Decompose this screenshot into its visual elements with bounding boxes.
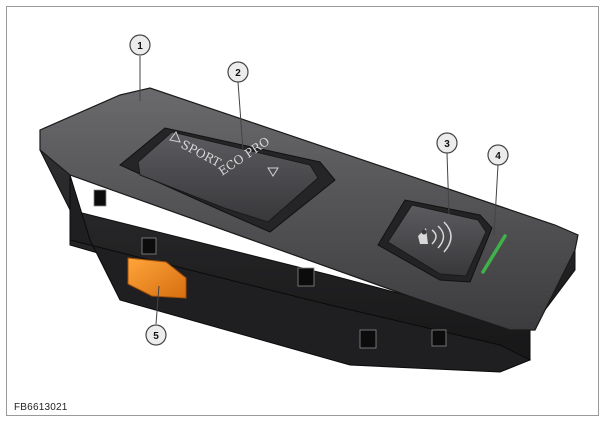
svg-text:5: 5 (153, 331, 159, 342)
clip-window (431, 329, 447, 347)
leader-lines (139, 56, 499, 325)
housing-clips (93, 189, 447, 349)
park-assist-button[interactable] (387, 204, 487, 277)
clip-window (141, 237, 157, 255)
arrow-down-icon (267, 167, 279, 177)
svg-text:3: 3 (444, 139, 450, 150)
callout-4: 4 (487, 144, 509, 166)
svg-text:1: 1 (137, 41, 143, 52)
park-assist-icon (418, 221, 452, 253)
clip-window (297, 267, 315, 287)
svg-text:2: 2 (235, 68, 241, 79)
clip-window (93, 189, 107, 207)
clip-window (359, 329, 377, 349)
indicator-led (481, 234, 507, 274)
callout-1: 1 (129, 34, 151, 56)
arrow-up-icon (169, 130, 181, 143)
callout-2: 2 (227, 61, 249, 83)
callout-5: 5 (145, 324, 167, 346)
svg-text:4: 4 (495, 151, 501, 162)
figure-reference-code: FB6613021 (14, 402, 68, 413)
callout-3: 3 (436, 132, 458, 154)
orange-connector (127, 257, 187, 299)
